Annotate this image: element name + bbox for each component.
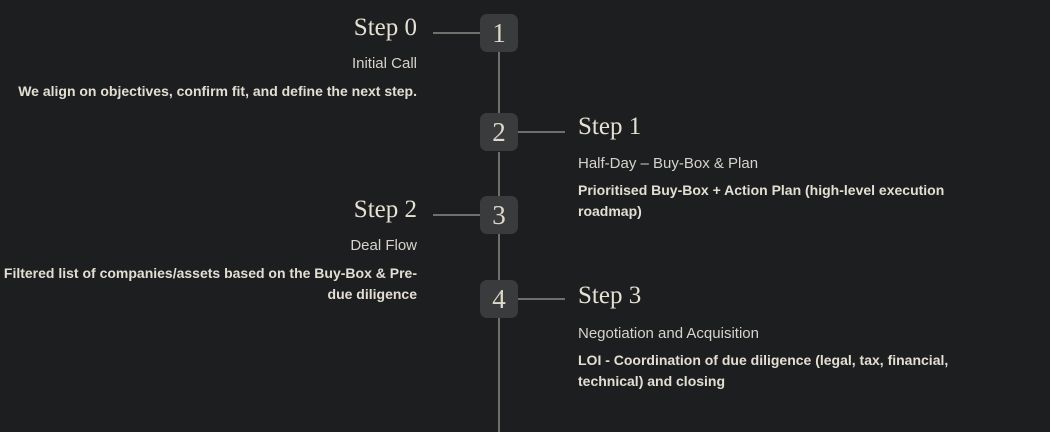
step-block-0: Step 0 Initial Call We align on objectiv… (0, 14, 417, 102)
connector-step-1 (518, 131, 565, 133)
step-subtitle-2: Deal Flow (350, 236, 417, 254)
step-subtitle-1: Half-Day – Buy-Box & Plan (578, 154, 759, 172)
step-description-0: We align on objectives, confirm fit, and… (18, 82, 417, 99)
step-block-1: Step 1 Half-Day – Buy-Box & Plan Priorit… (578, 113, 1008, 223)
timeline-spine-segment-4 (498, 318, 500, 432)
connector-step-0 (433, 32, 480, 34)
step-title-2: Step 2 (353, 196, 417, 223)
step-block-3: Step 3 Negotiation and Acquisition LOI -… (578, 282, 1008, 393)
timeline-badge-2[interactable]: 2 (480, 113, 518, 151)
step-subtitle-0: Initial Call (351, 54, 417, 72)
step-title-0: Step 0 (353, 14, 417, 41)
timeline-badge-4[interactable]: 4 (480, 280, 518, 318)
timeline-spine-segment-3 (498, 234, 500, 280)
connector-step-3 (518, 298, 565, 300)
step-title-3: Step 3 (578, 282, 642, 309)
connector-step-2 (433, 214, 480, 216)
step-title-1: Step 1 (578, 113, 642, 140)
step-description-1: Prioritised Buy-Box + Action Plan (high-… (578, 181, 945, 220)
step-subtitle-3: Negotiation and Acquisition (578, 324, 759, 342)
step-description-3: LOI - Coordination of due diligence (leg… (578, 351, 949, 390)
timeline-spine-segment-2 (498, 152, 500, 196)
timeline-badge-3[interactable]: 3 (480, 196, 518, 234)
step-block-2: Step 2 Deal Flow Filtered list of compan… (0, 196, 417, 306)
step-description-2: Filtered list of companies/assets based … (3, 264, 417, 303)
timeline-spine-segment-1 (498, 52, 500, 114)
timeline-badge-1[interactable]: 1 (480, 14, 518, 52)
